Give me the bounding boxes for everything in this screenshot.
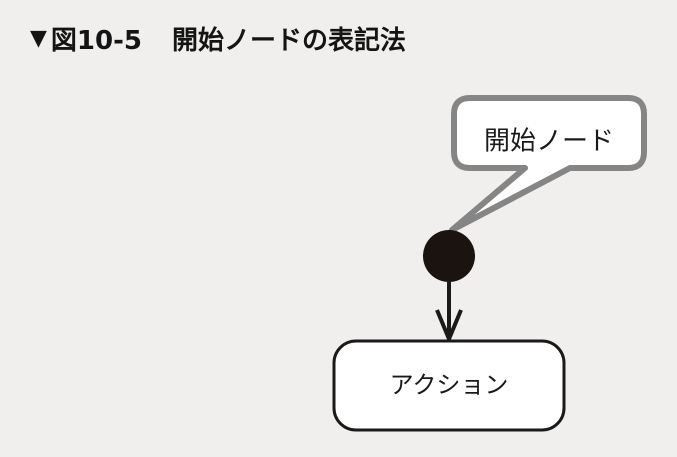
figure-title: ▼ 図10-5 開始ノードの表記法	[30, 18, 406, 58]
callout-label: 開始ノード	[484, 127, 614, 157]
callout: 開始ノード	[449, 95, 647, 233]
control-flow-arrow	[435, 282, 463, 345]
action-box	[332, 339, 566, 432]
figure-caption: 開始ノードの表記法	[172, 25, 407, 56]
initial-node	[423, 230, 475, 282]
arrowhead-icon	[435, 309, 463, 345]
action-node: アクション	[332, 339, 566, 432]
action-label: アクション	[390, 371, 509, 399]
figure-number: 図10-5	[50, 25, 142, 56]
callout-bubble	[449, 95, 647, 233]
triangle-down-icon: ▼	[30, 25, 47, 51]
